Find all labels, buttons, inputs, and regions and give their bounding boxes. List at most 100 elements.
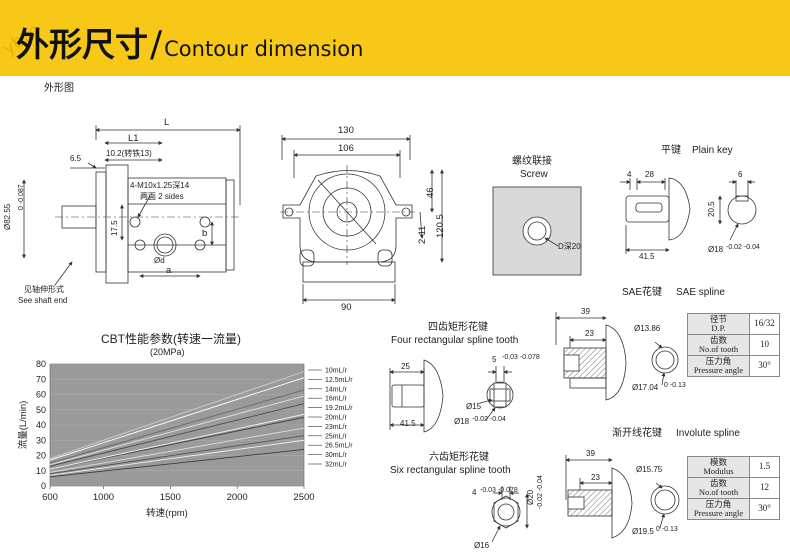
dim-dia-82-55-tol: 0 -0.087: [18, 184, 25, 210]
sae-title-cn: SAE花键: [622, 287, 663, 298]
table-value: 1.5: [749, 456, 780, 478]
six-spline-view: [491, 486, 529, 543]
dim-dia-82-55: Ø82.55: [3, 203, 12, 230]
table-key-cn: 模数: [709, 457, 727, 467]
four-spline-title-en: Four rectangular spline tooth: [391, 335, 519, 346]
table-key-en: D.P.: [711, 322, 726, 333]
four-spline-dim-41-5: 41.5: [400, 419, 416, 428]
dim-L1: L1: [128, 133, 139, 144]
legend-label: 30mL/r: [325, 452, 347, 459]
table-key-cn: 压力角: [705, 498, 732, 509]
dim-10-2: 10.2(转铁13): [106, 149, 152, 158]
series-line: [49, 448, 305, 478]
series-line: [49, 435, 305, 475]
dim-od: Ød: [154, 256, 165, 265]
four-spline-dim-15: Ø15: [466, 402, 482, 411]
chart-title: CBT性能参数(转速一流量): [101, 332, 241, 346]
side-view: [280, 135, 444, 304]
dim-90: 90: [341, 302, 352, 313]
table-key-en: Modulus: [703, 465, 734, 476]
x-tick-label: 1000: [93, 492, 114, 503]
involute-dim-19-5: Ø19.5: [632, 527, 654, 536]
plain-key-dim-18: Ø18: [708, 245, 724, 254]
series-line: [49, 439, 305, 476]
legend-label: 23mL/r: [325, 424, 347, 431]
y-tick-label: 70: [36, 374, 46, 384]
x-tick-label: 1500: [160, 492, 181, 503]
series-line: [49, 389, 305, 464]
legend-label: 26.5mL/r: [325, 443, 353, 450]
table-key-en: No.of tooth: [698, 343, 739, 354]
six-spline-dim-20: Ø20: [526, 489, 535, 505]
shaft-note-2: See shaft end: [18, 296, 68, 305]
table-key-en: Pressure angle: [693, 364, 744, 375]
four-spline-dim-5: 5: [492, 355, 497, 364]
six-spline-title-en: Six rectangular spline tooth: [390, 465, 511, 476]
dim-130: 130: [338, 125, 354, 136]
dim-b: b: [202, 228, 208, 239]
series-line: [49, 395, 305, 466]
dim-46: 46: [425, 187, 436, 198]
four-spline-dim-5-tol: -0.03 -0.078: [502, 354, 540, 361]
x-tick-label: 2000: [227, 492, 248, 503]
four-spline-title-cn: 四齿矩形花键: [428, 322, 488, 333]
legend-label: 12.5mL/r: [325, 377, 353, 384]
legend-label: 16mL/r: [325, 396, 347, 403]
screw-view: [492, 186, 582, 276]
x-axis-label: 转速(rpm): [146, 507, 188, 519]
header-banner: ybzc 外形尺寸 / Contour dimension: [0, 0, 790, 76]
involute-title-cn: 渐开线花键: [612, 428, 662, 439]
dim-a: a: [166, 265, 172, 276]
plain-key-dim-20-5: 20.5: [707, 201, 716, 217]
involute-dim-15-75: Ø15.75: [636, 465, 663, 474]
legend-label: 14mL/r: [325, 386, 347, 393]
table-key-cn: 齿数: [709, 477, 727, 488]
six-spline-dim-4: 4: [472, 488, 477, 497]
sae-dim-13-86: Ø13.86: [634, 324, 661, 333]
sae-dim-23: 23: [585, 329, 594, 338]
dim-L: L: [164, 117, 170, 128]
screw-title-en: Screw: [520, 169, 548, 180]
sae-spline-view: [555, 312, 679, 401]
table-key-en: Pressure angle: [693, 507, 744, 518]
table-key-cn: 径节: [709, 314, 727, 324]
sae-dim-39: 39: [581, 307, 590, 316]
y-tick-label: 30: [36, 435, 46, 445]
dim-2-11: 2-11: [417, 225, 428, 244]
page-title-cn: 外形尺寸: [16, 25, 148, 64]
plain-key-dim-41-5: 41.5: [639, 252, 655, 261]
plain-key-dim-18-tol: -0.02 -0.04: [726, 244, 760, 251]
six-spline-dim-16: Ø16: [474, 541, 490, 550]
plain-key-dim-4: 4: [627, 170, 632, 179]
legend-label: 19.2mL/r: [325, 405, 353, 412]
y-tick-label: 80: [36, 359, 46, 369]
y-tick-label: 20: [36, 451, 46, 461]
legend-label: 20mL/r: [325, 415, 347, 422]
x-tick-label: 600: [42, 492, 58, 503]
involute-dim-19-5-tol: 0 -0.13: [656, 526, 678, 533]
screw-title-cn: 螺纹联接: [512, 156, 552, 167]
y-tick-label: 50: [36, 405, 46, 415]
y-tick-label: 60: [36, 390, 46, 400]
page-title: 外形尺寸 / Contour dimension: [16, 18, 363, 66]
table-value: 12: [749, 476, 780, 499]
legend-label: 10mL/r: [325, 368, 347, 375]
dim-6-5: 6.5: [70, 154, 82, 163]
dim-106: 106: [338, 143, 354, 154]
plain-key-dim-6: 6: [738, 170, 743, 179]
plain-key-view: [620, 177, 757, 254]
plain-key-title-en: Plain key: [692, 145, 733, 156]
sae-dim-17-04-tol: 0 -0.13: [664, 382, 686, 389]
involute-dim-23: 23: [591, 473, 600, 482]
x-tick-label: 2500: [293, 492, 314, 503]
series-line: [49, 427, 305, 473]
front-view: [22, 125, 241, 286]
